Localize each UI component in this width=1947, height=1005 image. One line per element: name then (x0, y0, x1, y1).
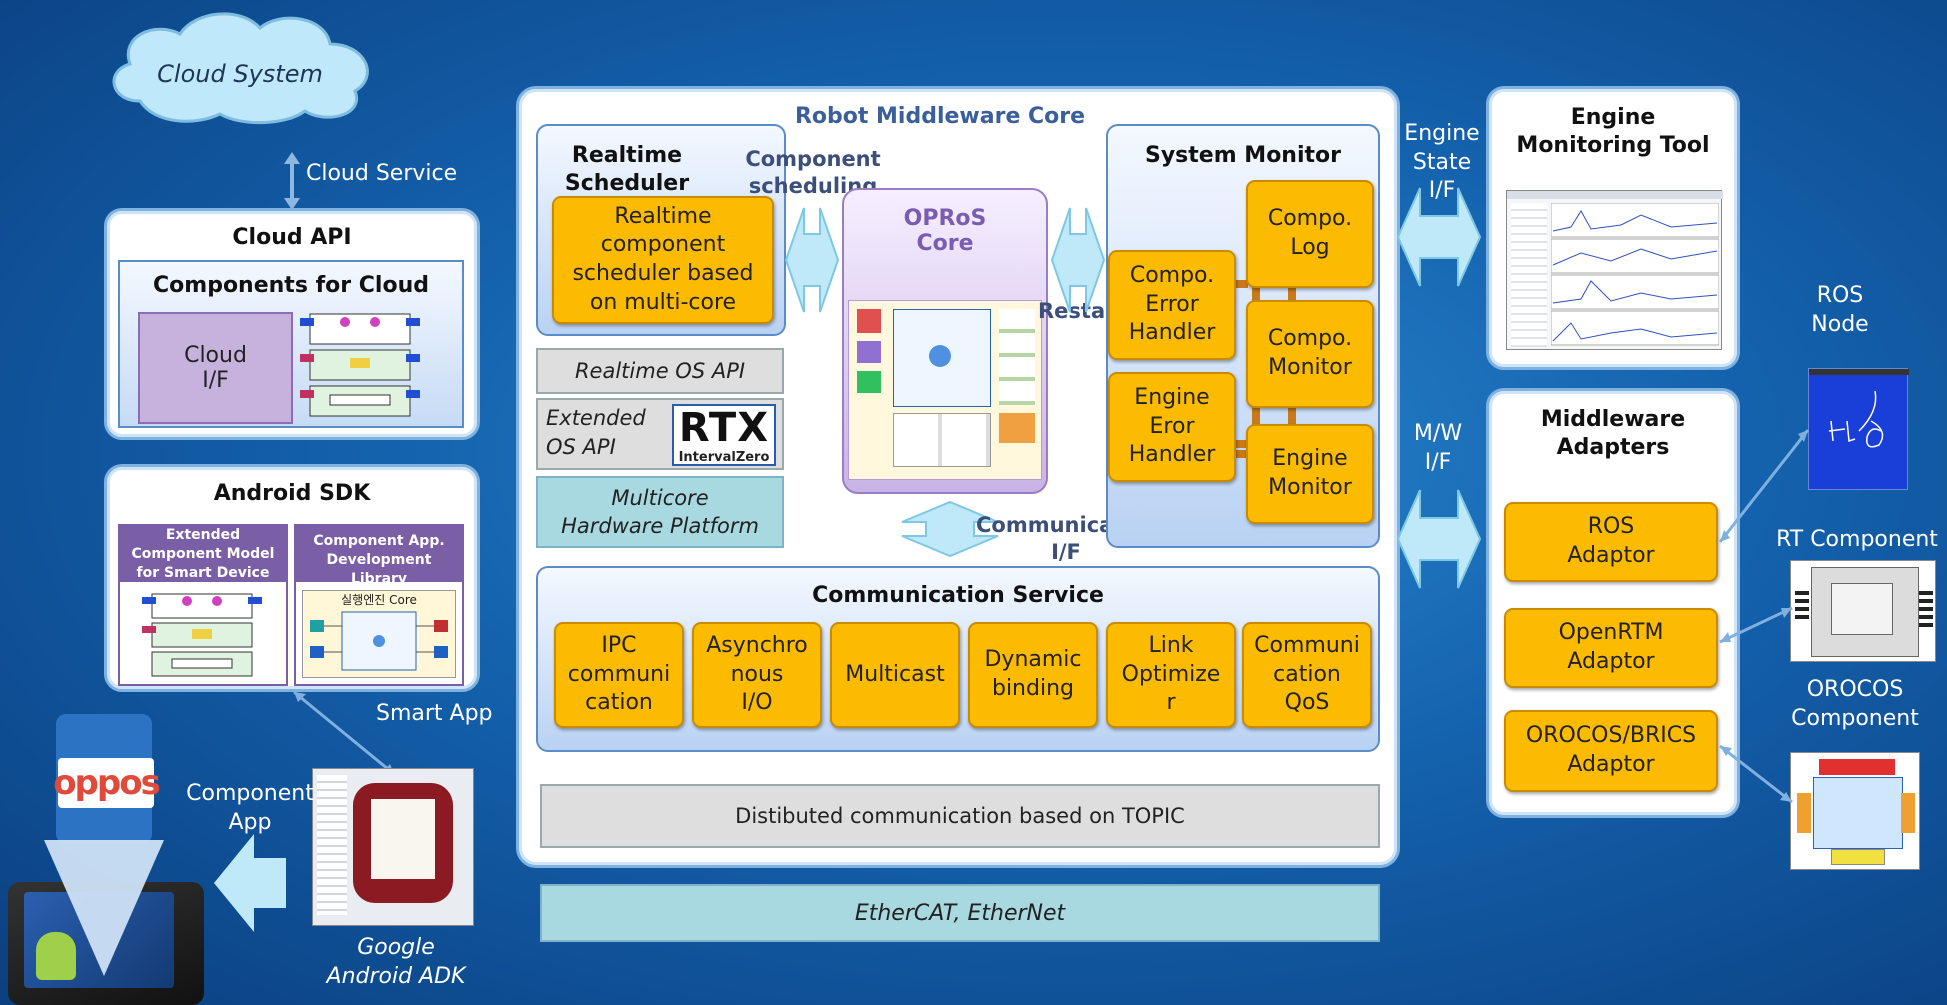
scheduling-arrow (784, 207, 840, 313)
middleware-adapters-title: Middleware Adapters (1540, 407, 1686, 460)
mw-if-arrow (1396, 489, 1482, 589)
multicore-hardware-platform: Multicore Hardware Platform (536, 476, 784, 548)
mw-if-label: M/W I/F (1413, 421, 1463, 475)
cloud-service-label: Cloud Service (306, 161, 458, 186)
android-sdk-title: Android SDK (213, 481, 371, 506)
component-app-library-label: Component App. Development Library (294, 524, 464, 587)
ros-node-label: ROS Node (1811, 283, 1869, 337)
compo-monitor: Compo. Monitor (1246, 300, 1374, 408)
opros-logo-text: oppos (53, 763, 161, 803)
cloud-service-arrow (284, 152, 300, 210)
engine-monitoring-tool-title: Engine Monitoring Tool (1516, 105, 1710, 158)
install-arrow (44, 714, 164, 976)
google-android-adk-label: Google Android ADK (326, 935, 466, 989)
cloud-if-box: Cloud I/F (138, 312, 293, 424)
opros-core-title: OPRoS Core (903, 206, 987, 256)
component-app-arrow (214, 834, 286, 932)
smart-app-label: Smart App (376, 701, 493, 726)
compo-error-handler: Compo. Error Handler (1108, 250, 1236, 360)
engine-state-arrow (1396, 187, 1482, 287)
service-communication-qos: Communi cation QoS (1242, 622, 1372, 728)
ros-node-screenshot (1808, 368, 1909, 490)
ethercat-bar: EtherCAT, EtherNet (540, 884, 1380, 942)
engine-error-handler: Engine Eror Handler (1108, 372, 1236, 482)
smart-device-component-diagram (142, 593, 262, 677)
realtime-os-api: Realtime OS API (536, 348, 784, 394)
extended-os-api-label: Extended OS API (546, 406, 646, 460)
smart-app-arrow (293, 690, 395, 776)
robot-middleware-core-title: Robot Middleware Core (794, 104, 1086, 129)
communication-if-arrow (901, 500, 999, 558)
engine-monitor: Engine Monitor (1246, 424, 1374, 524)
rt-component-diagram (1790, 560, 1936, 662)
android-adk-screenshot (312, 768, 474, 926)
service-ipc: IPC communi cation (554, 622, 684, 728)
cloud-shape (112, 12, 369, 125)
rtx-logo-text: RTX (678, 405, 770, 451)
interval-zero-text: IntervalZero (678, 450, 770, 465)
components-for-cloud-title: Components for Cloud (153, 273, 429, 298)
openrtm-adaptor: OpenRTM Adaptor (1504, 608, 1718, 688)
rt-component-label: RT Component (1776, 527, 1938, 552)
communication-service-title: Communication Service (812, 583, 1104, 608)
orocos-component-label: OROCOS Component (1791, 677, 1919, 731)
execution-engine-core-label: 실행엔진 Core (341, 593, 417, 607)
opros-core-diagram (848, 300, 1042, 480)
cloud-system-label: Cloud System (157, 60, 323, 88)
compo-log: Compo. Log (1246, 180, 1374, 288)
engine-monitoring-screenshot (1506, 190, 1723, 350)
opros-logo: oppos (53, 758, 161, 808)
topic-communication-bar: Distibuted communication based on TOPIC (540, 784, 1380, 848)
system-monitor-title: System Monitor (1145, 143, 1341, 168)
rtx-logo: RTX IntervalZero (672, 404, 776, 466)
orocos-component-diagram (1790, 752, 1920, 870)
execution-engine-core-graphic (310, 611, 448, 671)
orocos-brics-adaptor: OROCOS/BRICS Adaptor (1504, 710, 1718, 792)
cloud-component-diagram (300, 313, 420, 417)
cloud-api-title: Cloud API (232, 225, 352, 250)
restart-arrow (1050, 207, 1106, 313)
adapter-external-connectors (1718, 429, 1810, 804)
engine-state-if-label: Engine State I/F (1404, 121, 1480, 204)
service-multicast: Multicast (830, 622, 960, 728)
ros-adaptor: ROS Adaptor (1504, 502, 1718, 582)
service-link-optimizer: Link Optimize r (1106, 622, 1236, 728)
realtime-component-scheduler: Realtime component scheduler based on mu… (552, 196, 774, 324)
service-dynamic-binding: Dynamic binding (968, 622, 1098, 728)
component-app-label: Component App (186, 781, 314, 835)
extended-component-model-label: Extended Component Model for Smart Devic… (118, 524, 288, 582)
realtime-scheduler-title: Realtime Scheduler (564, 143, 690, 196)
service-async-io: Asynchro nous I/O (692, 622, 822, 728)
